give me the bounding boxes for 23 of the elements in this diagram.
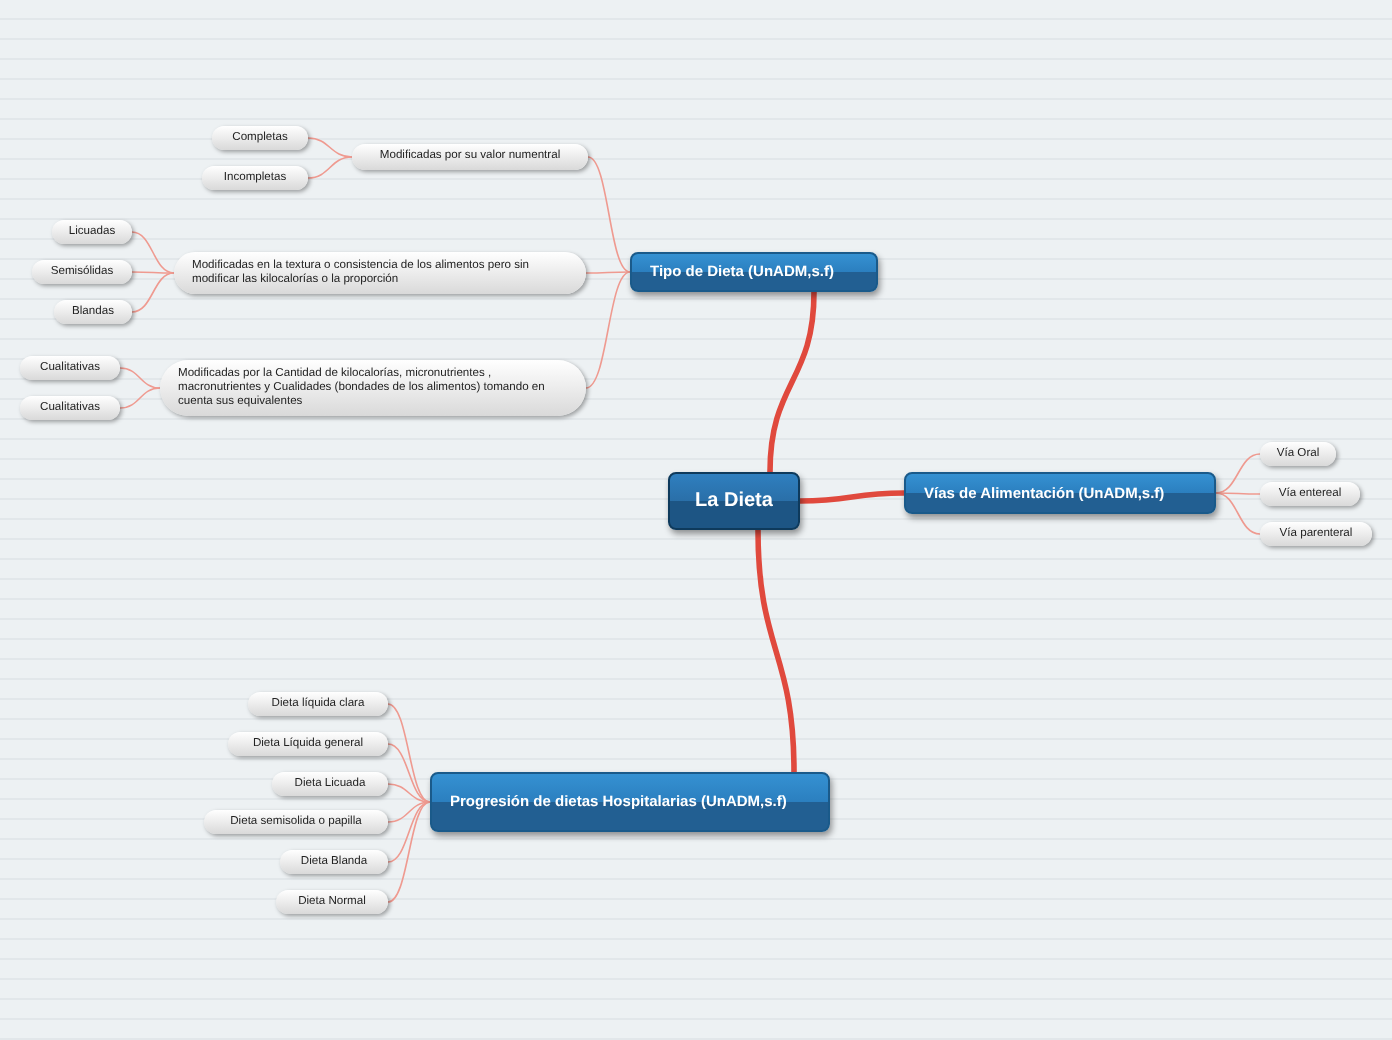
connector-line	[767, 291, 817, 473]
connector-line	[587, 156, 631, 273]
connector-line	[585, 271, 631, 274]
connector-line	[131, 231, 175, 274]
connector-line	[307, 137, 353, 158]
connector-line	[387, 703, 431, 803]
connector-line	[799, 490, 905, 504]
connector-line	[387, 801, 431, 863]
connector-line	[131, 271, 175, 274]
connector-line	[585, 271, 631, 389]
connector-line	[1215, 492, 1261, 495]
topic-box: La Dieta	[668, 472, 800, 530]
connector-line	[387, 801, 431, 903]
connector-line	[307, 156, 353, 179]
connector-line	[119, 367, 161, 389]
connector-line	[387, 801, 431, 823]
connector-line	[131, 272, 175, 313]
connector-line	[1215, 453, 1261, 494]
connector-line	[387, 743, 431, 803]
connector-line	[387, 783, 431, 803]
connector-line	[1215, 492, 1261, 535]
connector-line	[119, 387, 161, 409]
connector-line	[755, 529, 797, 773]
